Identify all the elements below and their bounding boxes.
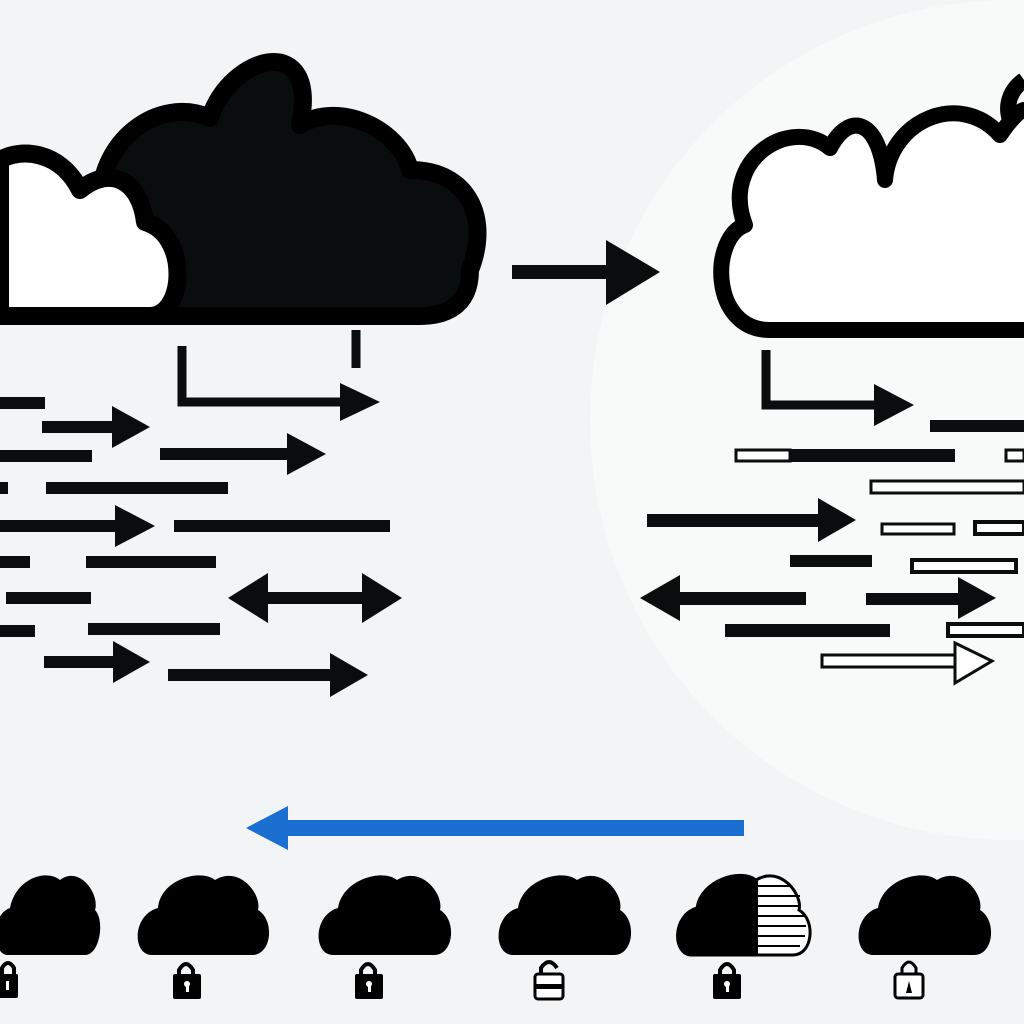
cloud-filled-icon	[0, 875, 101, 955]
padlock-row	[0, 960, 925, 1001]
elbow-arrow	[177, 330, 361, 407]
padlock-closed-icon	[355, 962, 383, 999]
data-stream-left	[0, 397, 402, 697]
padlock-open-icon	[533, 960, 565, 1001]
cloud-outline-icon	[0, 144, 187, 325]
arrow-left-icon	[246, 806, 744, 850]
padlock-closed-icon	[173, 962, 201, 999]
cloud-outline-icon	[713, 73, 1024, 338]
arrowhead-right-icon	[340, 383, 380, 421]
arrow-right-icon	[512, 240, 660, 305]
arrowhead-right-icon	[874, 384, 914, 426]
cloud-half-hatched-icon	[676, 873, 812, 957]
padlock-closed-icon	[713, 962, 741, 999]
cloud-filled-icon	[318, 875, 452, 955]
padlock-outline-icon	[893, 960, 925, 1000]
cloud-filled-icon	[137, 875, 270, 955]
cloud-filled-icon	[858, 875, 992, 955]
cloud-filled-icon	[498, 875, 632, 955]
padlock-closed-icon	[0, 961, 18, 998]
bottom-row	[0, 873, 992, 957]
data-stream-right	[640, 420, 1024, 686]
elbow-arrow	[761, 350, 880, 410]
